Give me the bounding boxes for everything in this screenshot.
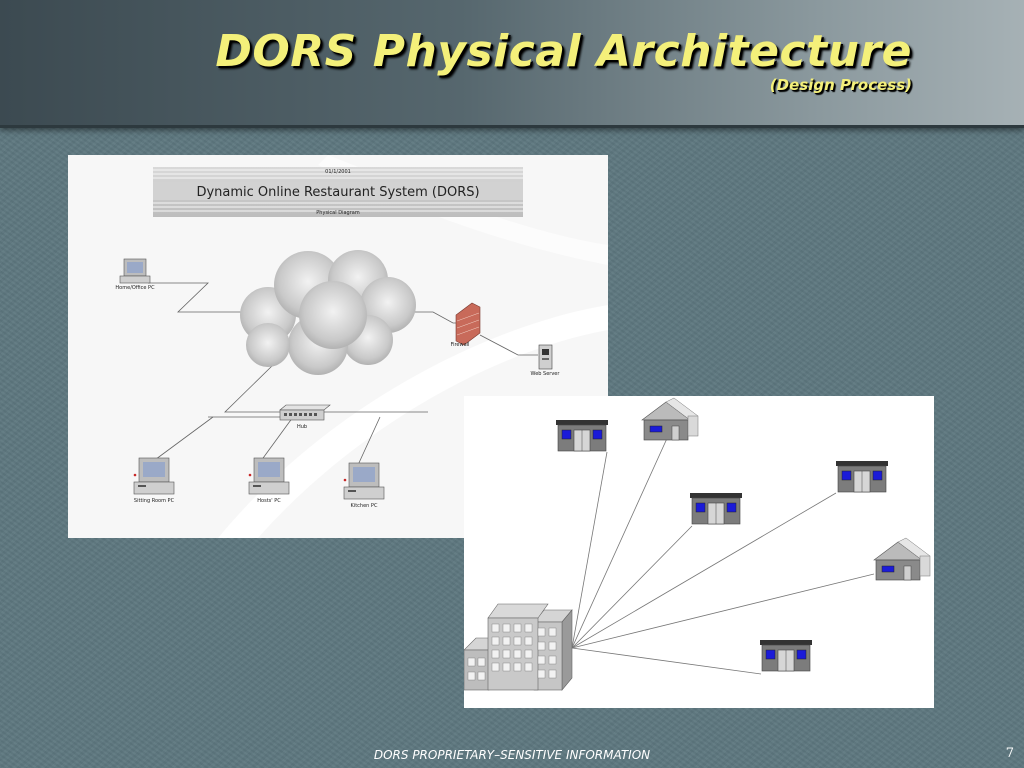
sitting-room-pc-icon <box>133 457 175 495</box>
slide-footer: DORS PROPRIETARY–SENSITIVE INFORMATION <box>373 748 651 762</box>
page-number: 7 <box>1005 746 1014 761</box>
home-office-pc-icon <box>119 258 151 284</box>
banner-title: Dynamic Online Restaurant System (DORS) <box>196 185 479 200</box>
hub-label: Hub <box>297 424 307 430</box>
shop-icon-4 <box>759 639 813 672</box>
background-swoosh <box>218 305 608 538</box>
network-diagram-panel: 01/1/2001 Dynamic Online Restaurant Syst… <box>68 155 608 538</box>
restaurant-building-icon <box>464 603 573 691</box>
slide-subtitle: (Design Process) <box>769 76 912 94</box>
home-office-pc-label: Home/Office PC <box>115 285 155 291</box>
banner-caption: Physical Diagram <box>316 210 360 216</box>
slide-header: DORS Physical Architecture (Design Proce… <box>0 0 1024 128</box>
network-diagram: 01/1/2001 Dynamic Online Restaurant Syst… <box>115 155 608 538</box>
web-server-label: Web Server <box>531 371 561 377</box>
kitchen-pc-label: Kitchen PC <box>351 503 378 509</box>
house-icon-1 <box>641 397 699 441</box>
web-server-icon <box>538 344 553 370</box>
hosts-pc-label: Hosts' PC <box>257 498 281 504</box>
shop-icon-2 <box>689 492 743 525</box>
delivery-links <box>571 433 875 675</box>
hosts-pc-icon <box>248 457 290 495</box>
shop-icon-1 <box>555 419 609 452</box>
sitting-room-pc-label: Sitting Room PC <box>134 498 175 504</box>
firewall-icon <box>455 302 481 346</box>
restaurant-map <box>464 397 931 691</box>
slide-title: DORS Physical Architecture <box>215 26 912 77</box>
internet-cloud-icon <box>240 250 416 375</box>
restaurant-map-panel <box>464 396 934 708</box>
kitchen-pc-icon <box>343 462 385 500</box>
hub-icon <box>279 404 331 421</box>
firewall-label: Firewall <box>451 342 470 348</box>
diagram-banner: 01/1/2001 Dynamic Online Restaurant Syst… <box>153 167 523 217</box>
house-icon-2 <box>873 537 931 581</box>
banner-date: 01/1/2001 <box>325 169 351 175</box>
shop-icon-3 <box>835 460 889 493</box>
